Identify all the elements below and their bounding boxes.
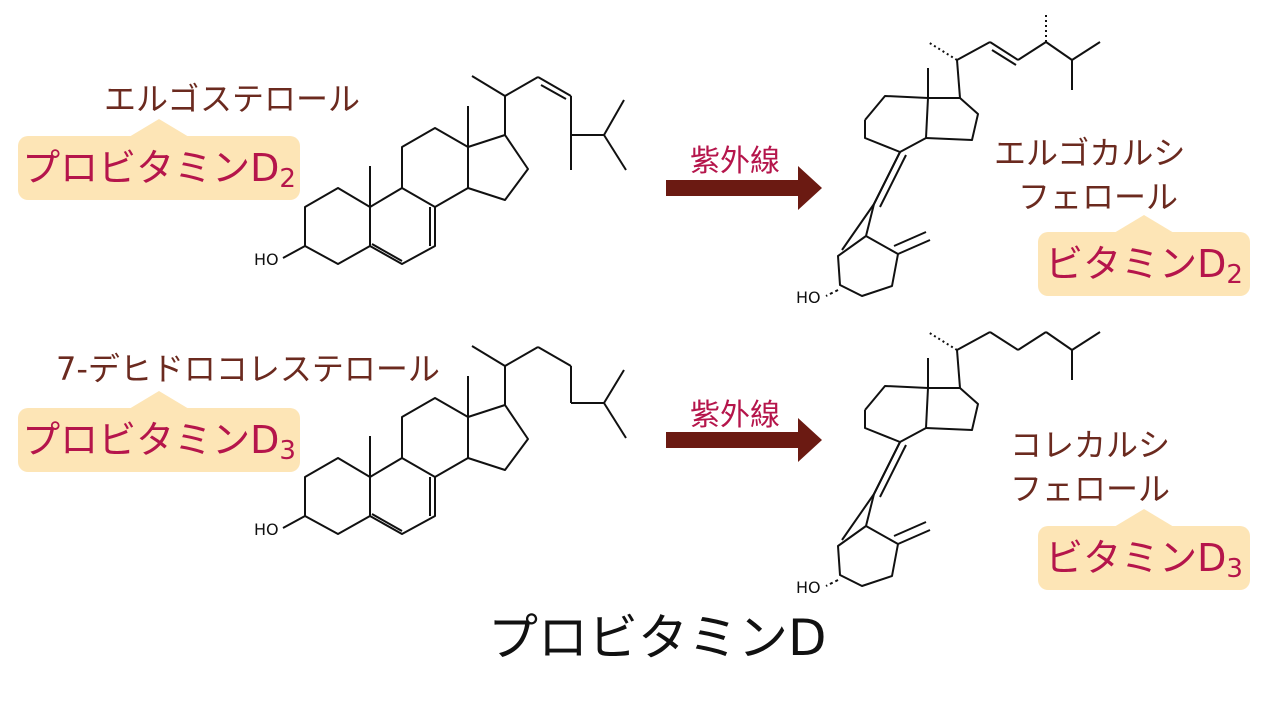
product-name-2-line1: コレカルシ xyxy=(1010,426,1171,464)
product-name-2-line2: フェロール xyxy=(1010,470,1171,508)
product-badge-1: ビタミンD2 xyxy=(1038,215,1250,296)
cholecalciferol-structure xyxy=(825,349,979,587)
arrow-label-2: 紫外線 xyxy=(690,398,780,433)
uv-arrow-2 xyxy=(666,418,822,462)
hydroxyl-label-4: HO xyxy=(796,578,821,597)
product-badge-2-text: ビタミンD xyxy=(1045,536,1227,580)
precursor-badge-1-text: プロビタミンD xyxy=(22,146,280,190)
ergocalciferol-side-chain xyxy=(927,12,1101,90)
ergocalciferol-structure xyxy=(825,59,979,297)
hydroxyl-label-1: HO xyxy=(254,250,279,269)
precursor-name-1: エルゴステロール xyxy=(104,80,361,118)
arrow-label-1: 紫外線 xyxy=(690,144,780,179)
hydroxyl-label-3: HO xyxy=(796,288,821,307)
ergosterol-side-chain xyxy=(471,75,627,171)
product-badge-2-sub: 3 xyxy=(1226,554,1243,584)
page-title: プロビタミンD xyxy=(488,609,827,667)
product-badge-2: ビタミンD3 xyxy=(1038,509,1250,590)
precursor-badge-2-text: プロビタミンD xyxy=(22,418,280,462)
product-badge-1-text: ビタミンD xyxy=(1045,242,1227,286)
dehydrocholesterol-structure xyxy=(282,365,529,535)
precursor-name-2: 7-デヒドロコレステロール xyxy=(56,350,440,388)
cholecalciferol-side-chain xyxy=(927,331,1101,380)
product-name-1-line2: フェロール xyxy=(1018,178,1179,216)
ergosterol-structure xyxy=(282,95,529,265)
precursor-badge-1: プロビタミンD2 xyxy=(18,119,300,200)
product-name-1-line1: エルゴカルシ xyxy=(994,134,1186,172)
precursor-badge-1-sub: 2 xyxy=(279,164,296,194)
product-badge-1-sub: 2 xyxy=(1226,260,1243,290)
precursor-badge-2-sub: 3 xyxy=(279,436,296,466)
hydroxyl-label-2: HO xyxy=(254,520,279,539)
precursor-badge-2: プロビタミンD3 xyxy=(18,391,300,472)
cholesterol-side-chain xyxy=(471,345,627,439)
uv-arrow-1 xyxy=(666,166,822,210)
